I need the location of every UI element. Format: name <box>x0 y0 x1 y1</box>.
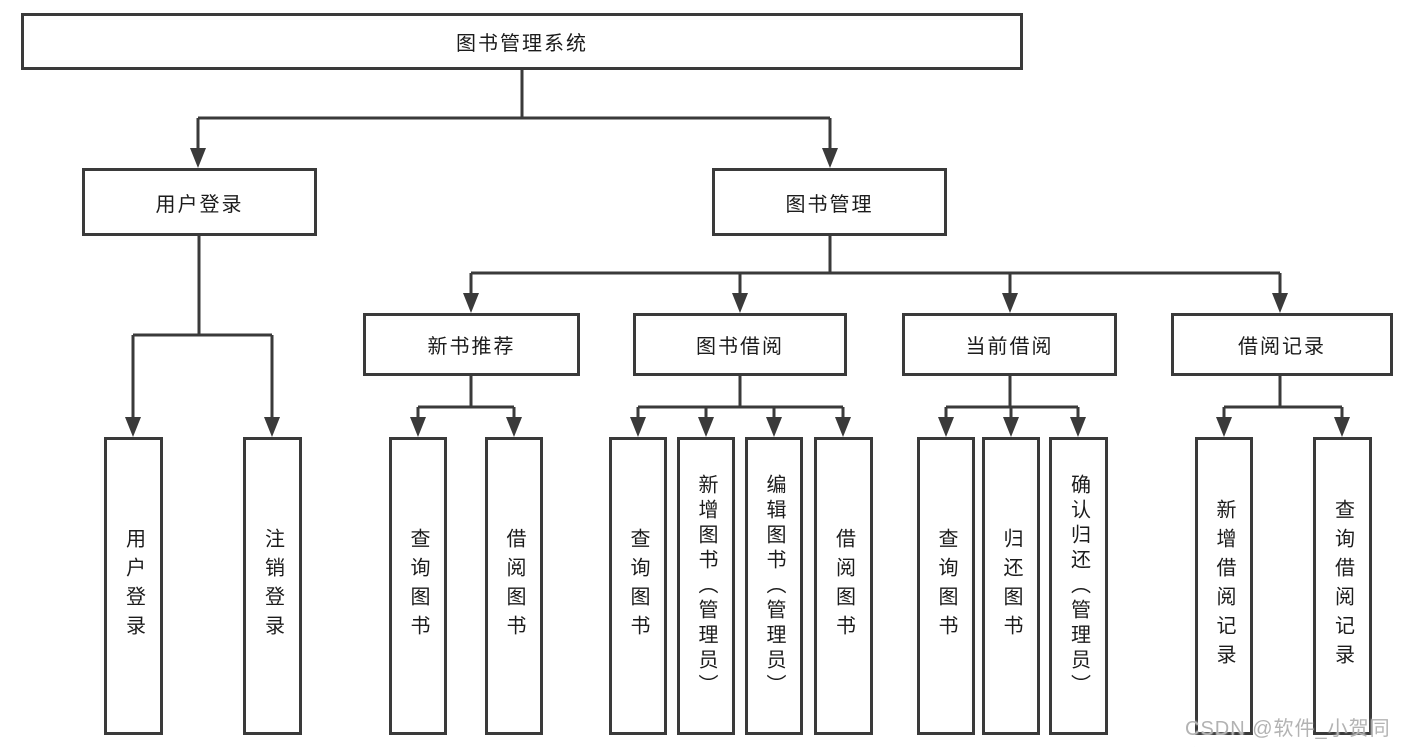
leaf-current-return: 归还图书 <box>982 437 1040 735</box>
leaf-logout-label: 注销登录 <box>261 528 284 644</box>
leaf-logout: 注销登录 <box>243 437 302 735</box>
leaf-borrow-query: 查询图书 <box>609 437 667 735</box>
leaf-current-confirm-return-label: 确认归还（管理员） <box>1067 473 1090 699</box>
leaf-record-query: 查询借阅记录 <box>1313 437 1372 735</box>
leaf-user-login: 用户登录 <box>104 437 163 735</box>
leaf-borrow-query-label: 查询图书 <box>627 528 649 644</box>
csdn-watermark: CSDN @软件_小贺同学 <box>1185 718 1391 740</box>
node-current-borrow: 当前借阅 <box>902 313 1117 376</box>
leaf-current-confirm-return: 确认归还（管理员） <box>1049 437 1108 735</box>
leaf-record-add-label: 新增借阅记录 <box>1213 499 1235 673</box>
leaf-borrow-add-book: 新增图书（管理员） <box>677 437 735 735</box>
leaf-current-query: 查询图书 <box>917 437 975 735</box>
node-root-library-system: 图书管理系统 <box>21 13 1023 70</box>
leaf-current-return-label: 归还图书 <box>1000 528 1022 644</box>
leaf-borrow-add-book-label: 新增图书（管理员） <box>695 473 717 699</box>
node-user-login: 用户登录 <box>82 168 317 236</box>
leaf-user-login-label: 用户登录 <box>122 528 145 644</box>
leaf-current-query-label: 查询图书 <box>935 528 957 644</box>
node-book-management: 图书管理 <box>712 168 947 236</box>
leaf-borrow-edit-book: 编辑图书（管理员） <box>745 437 803 735</box>
leaf-record-query-label: 查询借阅记录 <box>1331 499 1354 673</box>
node-new-book-recommend: 新书推荐 <box>363 313 580 376</box>
leaf-borrow-borrow-book-label: 借阅图书 <box>832 528 855 644</box>
leaf-borrow-borrow-book: 借阅图书 <box>814 437 873 735</box>
leaf-borrow-edit-book-label: 编辑图书（管理员） <box>763 473 785 699</box>
leaf-record-add: 新增借阅记录 <box>1195 437 1253 735</box>
node-book-borrow: 图书借阅 <box>633 313 847 376</box>
leaf-newbook-borrow-label: 借阅图书 <box>503 528 525 644</box>
leaf-newbook-borrow: 借阅图书 <box>485 437 543 735</box>
node-borrow-records: 借阅记录 <box>1171 313 1393 376</box>
leaf-newbook-query: 查询图书 <box>389 437 447 735</box>
leaf-newbook-query-label: 查询图书 <box>407 528 429 644</box>
